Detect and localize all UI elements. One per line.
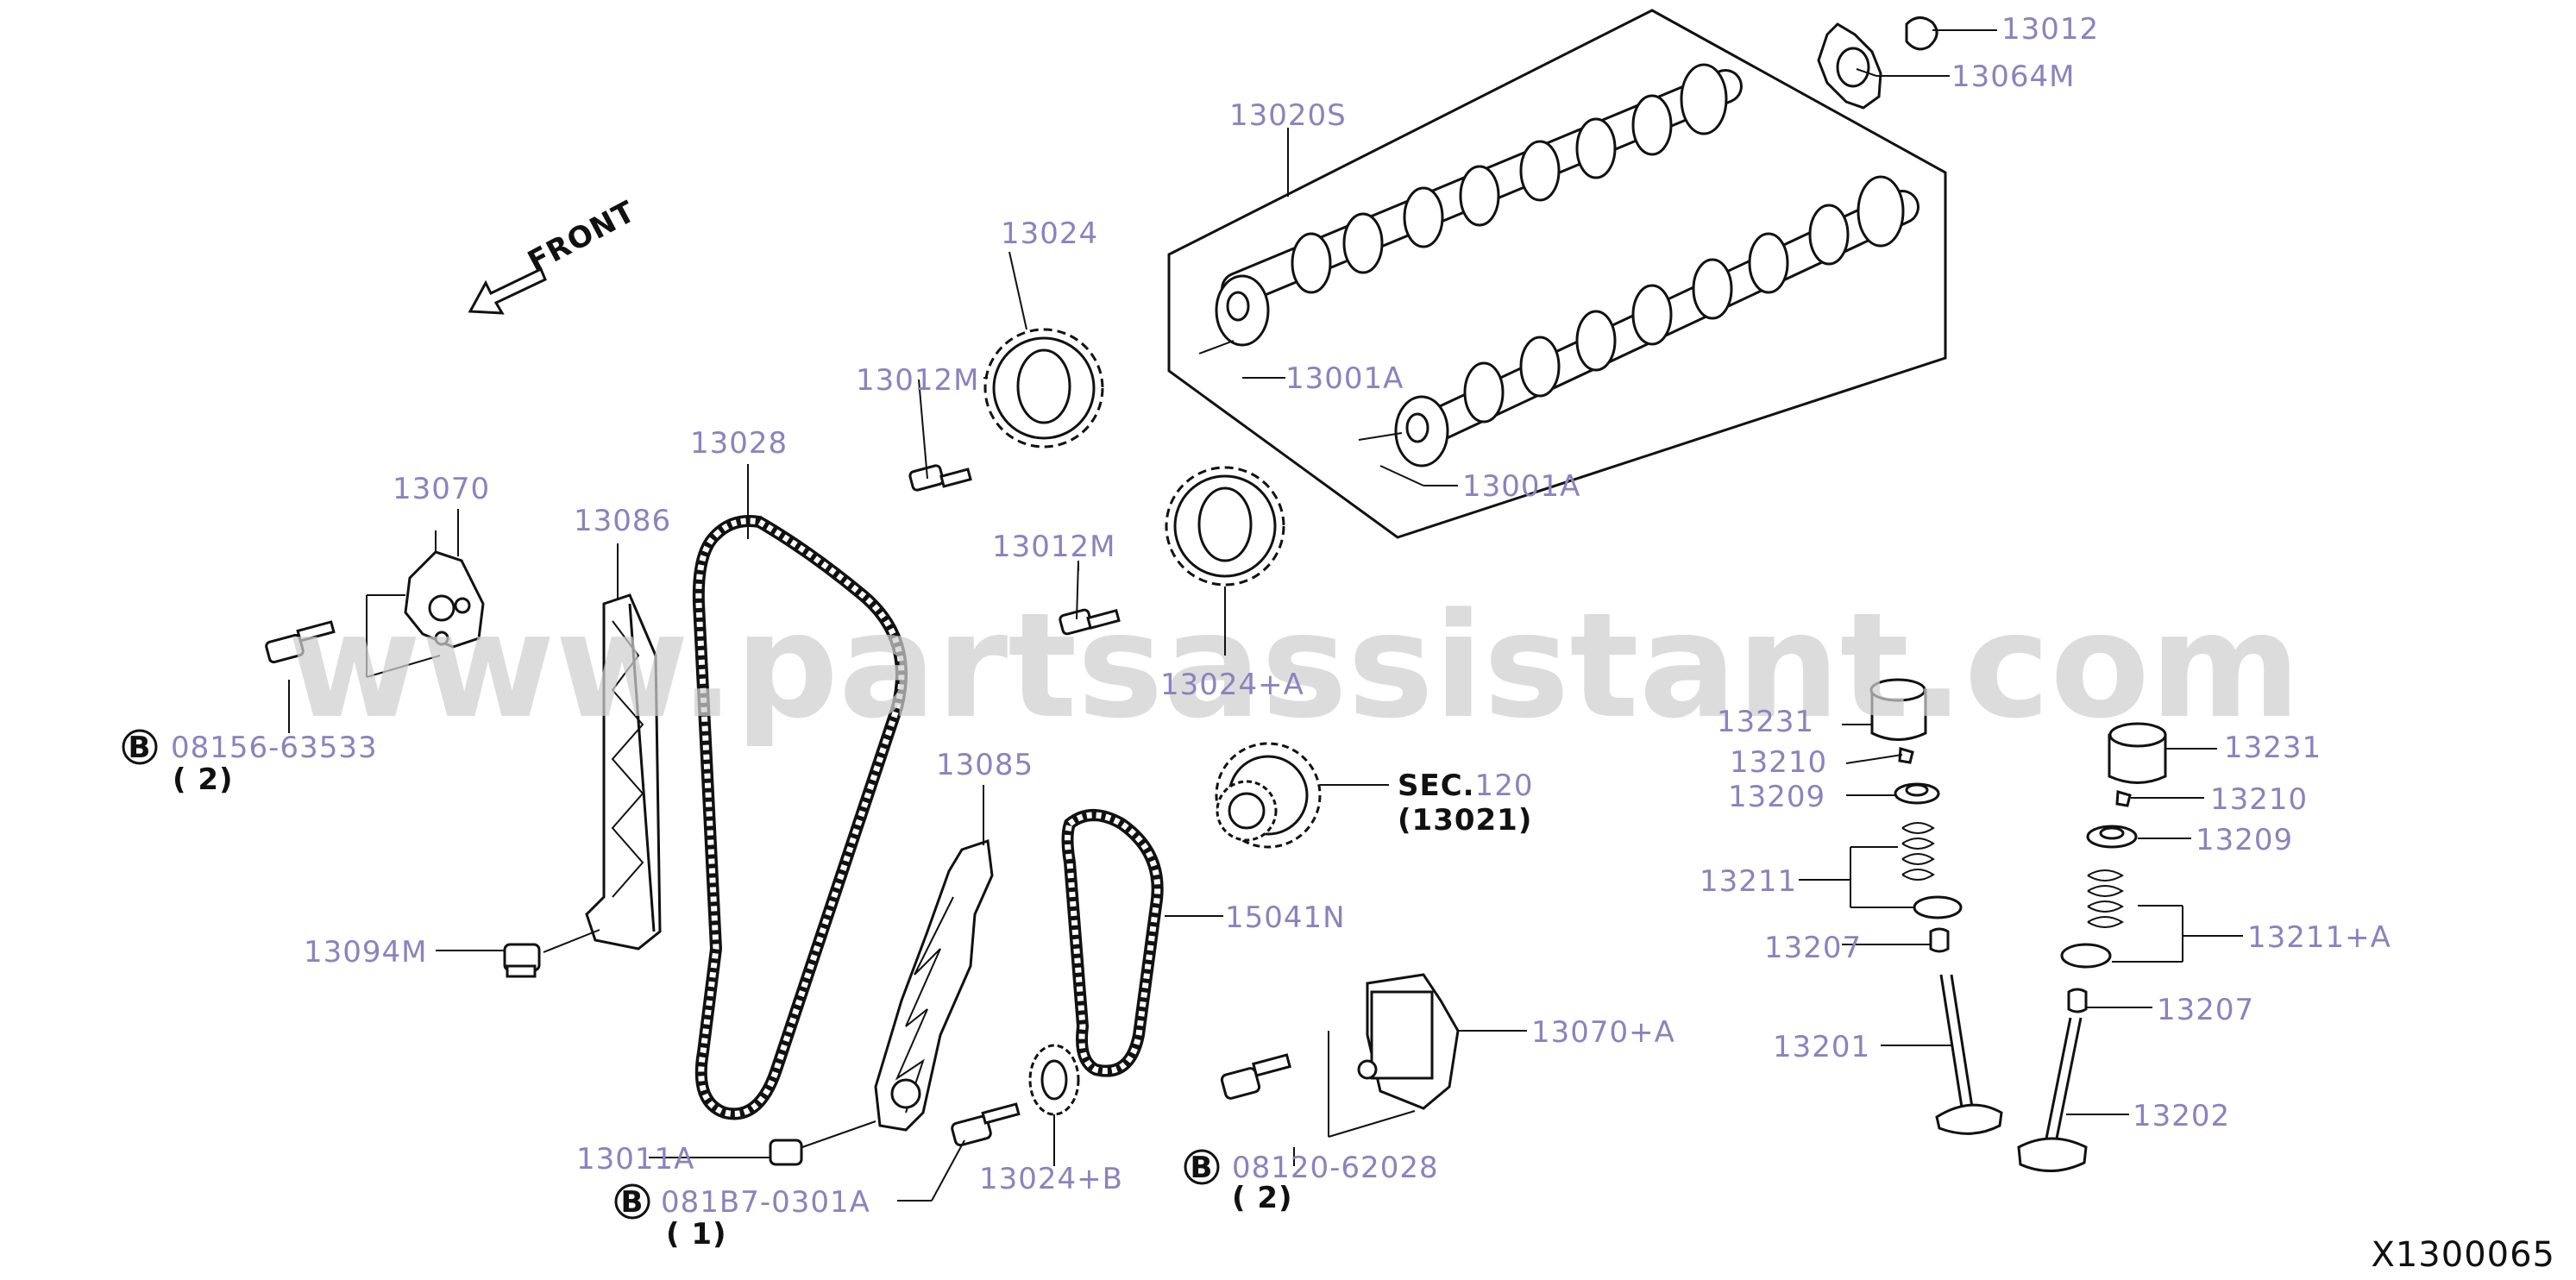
badge-b-icon	[1184, 1149, 1220, 1185]
label-13070a[interactable]: 13070+A	[1531, 1015, 1675, 1050]
tensioner-bolt-08120[interactable]	[1220, 1031, 1416, 1138]
front-label: FRONT	[522, 194, 641, 279]
camshaft-assembly[interactable]	[1167, 9, 1947, 539]
oil-pump-tensioner-13070a[interactable]	[1357, 973, 1460, 1110]
label-13207-right[interactable]: 13207	[2157, 993, 2254, 1027]
camshaft-upper	[1198, 63, 1743, 355]
label-13211[interactable]: 13211	[1700, 864, 1797, 899]
label-15041n[interactable]: 15041N	[1225, 900, 1346, 935]
sec-reference[interactable]: SEC.120 (13021)	[1398, 769, 1534, 838]
bolt-ref-2-qty: ( 1)	[666, 1217, 727, 1252]
label-13210-right[interactable]: 13210	[2210, 782, 2308, 817]
sec-prefix: SEC.	[1398, 769, 1475, 803]
bolt-ref-3-badge: B	[1191, 1151, 1214, 1185]
label-13231-left[interactable]: 13231	[1717, 705, 1814, 739]
label-13012m-lower[interactable]: 13012M	[992, 530, 1116, 564]
label-13211a[interactable]: 13211+A	[2247, 920, 2391, 955]
arm-bolt-13011a[interactable]	[769, 1120, 876, 1166]
label-13024b[interactable]: 13024+B	[979, 1162, 1123, 1196]
sec-ref-line: SEC.120	[1398, 769, 1534, 803]
label-13209-right[interactable]: 13209	[2196, 823, 2293, 857]
sprocket-bolt-lower[interactable]	[1059, 560, 1121, 636]
label-13209-left[interactable]: 13209	[1728, 780, 1825, 814]
oil-pump-sprocket-13024b[interactable]	[1028, 1044, 1080, 1116]
label-13001a-upper[interactable]: 13001A	[1285, 361, 1404, 396]
bolt-ref-3-qty: ( 2)	[1232, 1181, 1293, 1215]
guide-bolt-13094m[interactable]	[503, 929, 600, 978]
label-13064m[interactable]: 13064M	[1951, 60, 2076, 94]
leader-lines	[288, 29, 2243, 1202]
label-13028[interactable]: 13028	[690, 426, 788, 461]
bolt-ref-2[interactable]: B 081B7-0301A ( 1)	[614, 1183, 870, 1252]
label-13020s[interactable]: 13020S	[1229, 98, 1347, 133]
valve-train-exhaust[interactable]	[2017, 722, 2167, 1173]
crank-sprocket-sec120[interactable]	[1215, 742, 1322, 849]
camshaft-lower	[1358, 175, 1919, 467]
tensioner-arm-13085[interactable]	[874, 838, 994, 1132]
label-13231-right[interactable]: 13231	[2224, 731, 2322, 765]
cam-sprocket-13024a[interactable]	[1165, 466, 1285, 587]
valve-train-intake[interactable]	[1869, 678, 2003, 1135]
label-13012m-upper[interactable]: 13012M	[856, 363, 980, 398]
label-13024a[interactable]: 13024+A	[1160, 668, 1304, 702]
timing-chain-primary[interactable]	[692, 515, 908, 1120]
label-13210-left[interactable]: 13210	[1730, 745, 1827, 780]
label-13202[interactable]: 13202	[2133, 1099, 2230, 1133]
bolt-ref-1-qty: ( 2)	[173, 762, 234, 797]
label-13011a[interactable]: 13011A	[576, 1142, 694, 1176]
label-13201[interactable]: 13201	[1773, 1030, 1870, 1064]
cam-sprocket-13024[interactable]	[983, 328, 1104, 449]
chain-tensioner-13070[interactable]	[404, 530, 485, 649]
sec-code: (13021)	[1398, 803, 1532, 838]
label-13086[interactable]: 13086	[574, 504, 671, 538]
label-13024[interactable]: 13024	[1001, 216, 1098, 251]
cam-signal-plate	[1817, 16, 1938, 110]
label-13012[interactable]: 13012	[2001, 12, 2099, 47]
label-13094m[interactable]: 13094M	[304, 935, 428, 969]
bolt-ref-2-badge: B	[621, 1185, 644, 1220]
chain-guide-13086[interactable]	[585, 593, 662, 951]
watermark: www.partsassistant.com	[287, 581, 2301, 750]
label-13070[interactable]: 13070	[393, 472, 490, 506]
bolt-ref-3-partno: 08120-62028	[1232, 1151, 1439, 1185]
badge-b-icon	[122, 729, 158, 765]
label-13207-left[interactable]: 13207	[1764, 931, 1862, 965]
bolt-ref-3[interactable]: B 08120-62028 ( 2)	[1184, 1149, 1439, 1215]
camshaft-frame	[1167, 9, 1947, 539]
sprocket-bolt-upper[interactable]	[908, 379, 972, 492]
label-13085[interactable]: 13085	[936, 748, 1034, 782]
bolt-ref-2-partno: 081B7-0301A	[661, 1185, 870, 1220]
front-arrow-icon: FRONT	[468, 194, 641, 315]
bolt-081b7[interactable]	[951, 1102, 1021, 1147]
label-13001a-lower[interactable]: 13001A	[1462, 469, 1580, 504]
badge-b-icon	[614, 1183, 650, 1220]
sec-number: 120	[1475, 769, 1534, 803]
bolt-ref-1[interactable]: B 08156-63533 ( 2)	[122, 729, 378, 797]
oil-pump-chain-15041n[interactable]	[1061, 809, 1164, 1077]
drawing-code: X1300065	[2371, 1235, 2555, 1275]
bolt-ref-1-partno: 08156-63533	[171, 731, 378, 765]
tensioner-bolt-13070[interactable]	[265, 594, 441, 678]
bolt-ref-1-badge: B	[129, 731, 152, 765]
